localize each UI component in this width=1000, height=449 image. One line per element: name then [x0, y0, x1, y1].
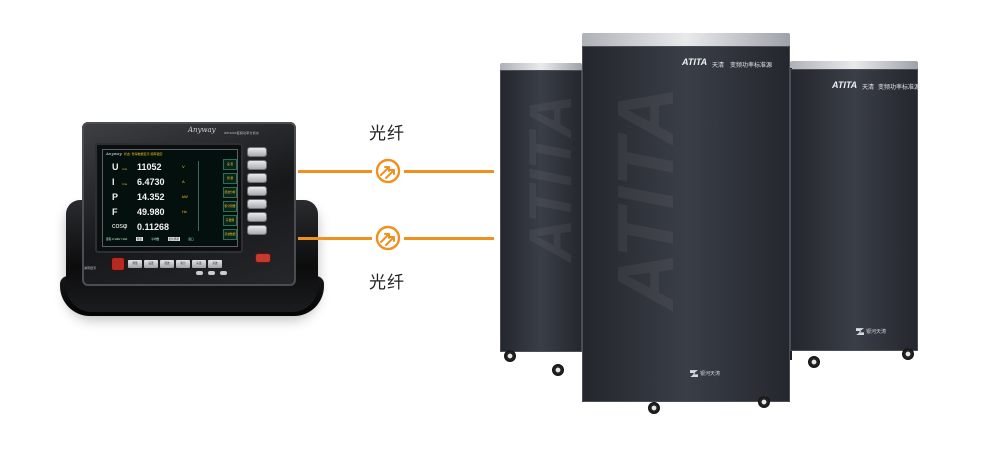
softkey-label: 设 置 [223, 159, 237, 170]
reading-name: cosφ [112, 223, 128, 230]
side-button[interactable] [248, 148, 266, 156]
knob[interactable] [220, 271, 227, 275]
softkey-label: 矢量图 [223, 215, 237, 226]
cabinet-caster [902, 348, 916, 360]
cabinet-brand-cn: 天清 [712, 63, 725, 69]
reading-unit: Hz [182, 209, 187, 214]
fiber-link-line [298, 237, 372, 240]
screen-bottom-bar: 量程:U:10kV I:10A 测量 平均数 更新周期 窗口 [105, 237, 235, 245]
side-button[interactable] [248, 200, 266, 208]
bottom-item: 测量 [135, 237, 143, 241]
softkey-label: 谐波分析 [223, 187, 237, 198]
key-button[interactable]: 谐波 [160, 260, 174, 268]
bottom-item: 平均数 [151, 238, 160, 241]
reading-name: P [112, 192, 119, 202]
meter-model: WP4000变频功率分析仪 [224, 131, 260, 135]
side-button[interactable] [248, 174, 266, 182]
fiber-label: 光纤 [369, 124, 405, 143]
softkey-label: 录波数据 [223, 229, 237, 240]
cabinet-brand: ATITA [832, 80, 858, 90]
bottom-item: 量程:U:10kV I:10A [106, 238, 128, 241]
fiber-label: 光纤 [369, 273, 405, 292]
reading-sub: rms [122, 182, 127, 186]
reading-unit: kW [182, 194, 188, 199]
bottom-item: 窗口 [188, 238, 194, 241]
cabinet-watermark: ATITA [601, 86, 690, 310]
yinhe-logo-icon [856, 328, 864, 336]
key-button[interactable]: 矢量 [192, 260, 206, 268]
reading-row: F 49.980 Hz [112, 207, 197, 221]
key-button[interactable]: 录波 [208, 260, 222, 268]
cabinet-footer-logo: 银河天涛 [856, 328, 887, 336]
footer-logo-text: 银河天涛 [866, 329, 887, 335]
reading-row: I rms 6.4730 A [112, 177, 197, 191]
screen-softkeys: 设 置 测 量 谐波分析 积分测量 矢量图 录波数据 [223, 159, 237, 240]
cabinet-top [500, 63, 582, 71]
footer-logo-text: 银河天涛 [700, 371, 721, 377]
reading-row: U rms 11052 V [112, 162, 197, 176]
key-button[interactable]: 测量 [128, 260, 142, 268]
meter-keypad: 测量 设置 谐波 积分 矢量 录波 [112, 258, 232, 272]
cabinet-caster [808, 356, 822, 368]
reading-value: 0.11268 [137, 222, 170, 232]
cabinet-caster [552, 364, 566, 376]
fiber-arrows-icon [375, 158, 401, 184]
reading-value: 11052 [137, 162, 162, 172]
fiber-link-line [404, 237, 494, 240]
meter-badge [256, 254, 270, 262]
reading-unit: A [182, 179, 185, 184]
meter-screen: Anyway 状态: 暂停数据显示 频率锁定 U rms 11052 V I r… [102, 149, 238, 247]
cabinet-product-name: 变频功率标准源 [878, 85, 921, 91]
reading-value: 49.980 [137, 207, 165, 217]
softkey-label: 积分测量 [223, 201, 237, 212]
cabinet-footer-logo: 银河天涛 [690, 370, 721, 378]
fiber-arrows-icon [375, 225, 401, 251]
screen-title: Anyway [106, 151, 122, 156]
cabinet-brand-cn: 天清 [862, 85, 875, 91]
reading-value: 14.352 [137, 192, 165, 202]
cabinet-caster [758, 396, 772, 408]
reading-name: I [112, 177, 115, 187]
cabinet-front [582, 46, 790, 402]
reading-row: P 14.352 kW [112, 192, 197, 206]
side-button[interactable] [248, 187, 266, 195]
cabinet-caster [648, 402, 662, 414]
side-button[interactable] [248, 213, 266, 221]
bottom-item: 更新周期 [167, 237, 180, 241]
cabinet-caster [504, 350, 518, 362]
cabinet-left [500, 70, 582, 352]
reading-unit: V [182, 164, 185, 169]
reading-row: cosφ 0.11268 [112, 222, 197, 236]
side-button[interactable] [248, 226, 266, 234]
cabinet-right [790, 69, 918, 351]
knob[interactable] [196, 271, 203, 275]
cabinet-product-name: 变频功率标准源 [730, 63, 773, 69]
knob[interactable] [208, 271, 215, 275]
screen-status: 状态: 暂停数据显示 频率锁定 [124, 152, 163, 156]
fiber-link-line [298, 170, 372, 173]
reading-sub: rms [122, 167, 127, 171]
reading-name: F [112, 207, 118, 217]
cabinet-top [790, 61, 918, 70]
power-button[interactable] [112, 258, 124, 270]
yinhe-logo-icon [690, 370, 698, 378]
reading-value: 6.4730 [137, 177, 165, 187]
reading-name: U [112, 162, 119, 172]
cabinet-watermark: ATITA [517, 94, 584, 262]
side-button[interactable] [248, 161, 266, 169]
key-button[interactable]: 设置 [144, 260, 158, 268]
fiber-link-line [404, 170, 494, 173]
side-button-column [248, 148, 268, 239]
cabinet-top [582, 33, 790, 47]
cabinet-brand: ATITA [682, 57, 708, 67]
meter-brand: Anyway [188, 126, 216, 134]
meter-logo: 湖南银河 [84, 266, 97, 270]
key-button[interactable]: 积分 [176, 260, 190, 268]
screen-detail-column [198, 161, 223, 231]
softkey-label: 测 量 [223, 173, 237, 184]
